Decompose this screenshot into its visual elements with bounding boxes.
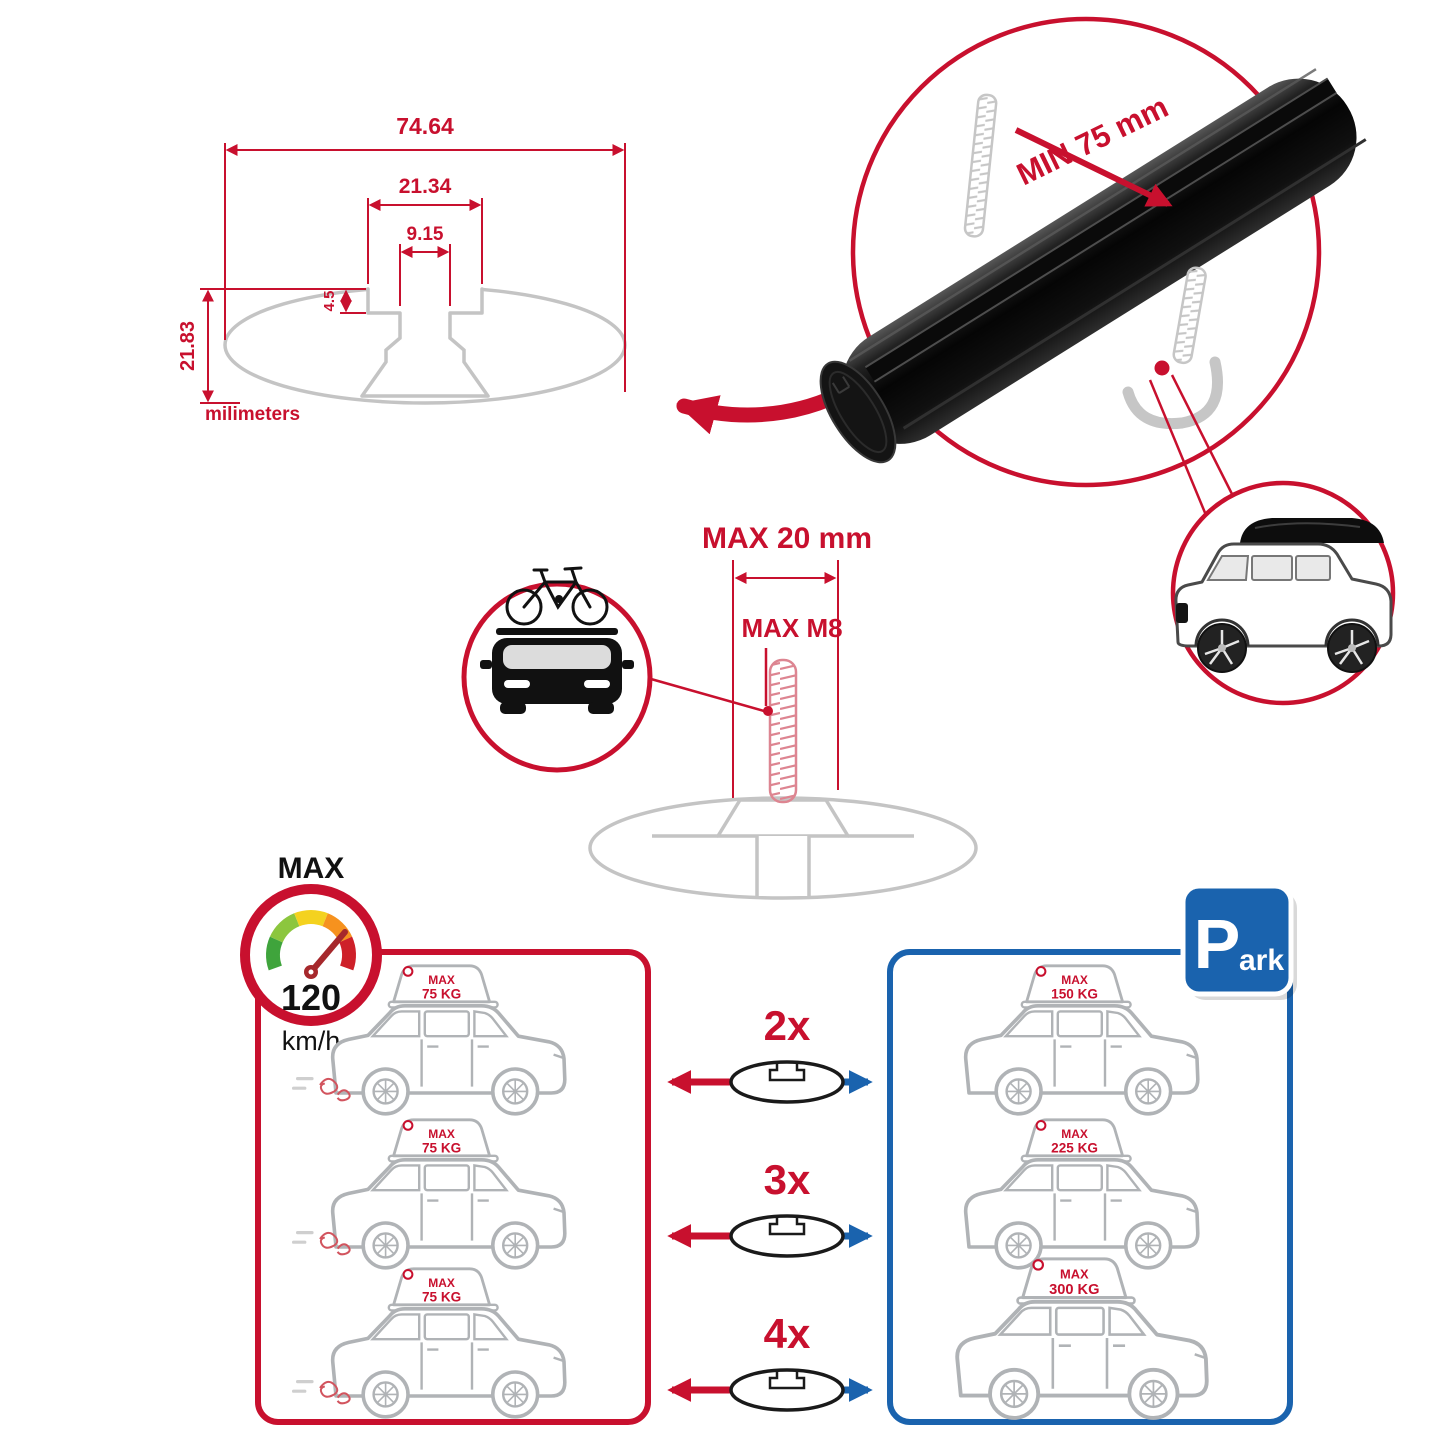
max-thread-label: MAX M8 bbox=[741, 613, 842, 643]
speed-unit: km/h bbox=[282, 1026, 341, 1056]
clamp-rod-right bbox=[1172, 266, 1207, 365]
clamp-strap bbox=[1122, 356, 1224, 430]
roofbox-tag-load: 75 KG bbox=[422, 1141, 461, 1156]
bar-count-label: 3x bbox=[764, 1156, 811, 1203]
parked-car-row: MAX 300 KG bbox=[955, 1257, 1209, 1420]
units-label: milimeters bbox=[205, 404, 300, 425]
speed-value: 120 bbox=[281, 977, 341, 1018]
dim-step-depth-label: 4.5 bbox=[321, 291, 338, 312]
dim-slot-width-label: 9.15 bbox=[407, 224, 444, 245]
parked-car-row: MAX 150 KG bbox=[963, 964, 1200, 1116]
roofbox-tag-title: MAX bbox=[428, 973, 455, 987]
t-nut-head bbox=[716, 798, 850, 838]
bar-count-label: 2x bbox=[764, 1002, 811, 1049]
speed-max-label: MAX bbox=[278, 852, 345, 885]
gauge-icon: MAX 120 km/h bbox=[240, 852, 382, 1056]
threaded-stud bbox=[768, 658, 798, 804]
crossbar-end-cap bbox=[819, 360, 897, 464]
suv-roofbox-circle bbox=[1170, 480, 1396, 706]
bar-count-row: 2x bbox=[667, 1002, 873, 1104]
clamp-rod-left bbox=[963, 93, 998, 238]
roofbox-tag-title: MAX bbox=[428, 1127, 455, 1141]
driving-car-row: MAX 75 KG bbox=[292, 1118, 567, 1270]
min-span-arrow bbox=[1014, 127, 1173, 207]
suv-roofbox-icon bbox=[1174, 518, 1393, 674]
driving-car-row: MAX 75 KG bbox=[292, 1267, 567, 1419]
bar-count-row: 3x bbox=[667, 1156, 873, 1258]
roofbox-tag-load: 150 KG bbox=[1051, 987, 1098, 1002]
clamp-point-dot bbox=[1154, 360, 1170, 376]
bike-car-circle bbox=[461, 566, 765, 773]
park-letter: P bbox=[1194, 905, 1241, 983]
crossbar-section-icon bbox=[729, 1368, 845, 1412]
parking-sign-icon: P ark bbox=[1180, 883, 1297, 1000]
bolt-diagram: MAX 20 mm MAX M8 bbox=[588, 522, 978, 900]
dim-channel-width-label: 21.34 bbox=[399, 175, 452, 198]
bike-on-car-icon bbox=[480, 566, 634, 714]
roofbox-tag-load: 75 KG bbox=[422, 1290, 461, 1305]
roofbox-tag-load: 225 KG bbox=[1051, 1141, 1098, 1156]
bar-count-row: 4x bbox=[667, 1310, 873, 1412]
driving-car-row: MAX 75 KG bbox=[292, 964, 567, 1116]
dim-total-height-label: 21.83 bbox=[177, 321, 199, 371]
roofbox-tag-title: MAX bbox=[1061, 1127, 1088, 1141]
max-length-label: MAX 20 mm bbox=[702, 522, 872, 555]
dim-total-width-label: 74.64 bbox=[396, 113, 454, 139]
roofbox-tag-load: 75 KG bbox=[422, 987, 461, 1002]
roofbox-tag-load: 300 KG bbox=[1049, 1282, 1099, 1298]
crossbar-section-icon bbox=[729, 1060, 845, 1104]
roofbox-tag-title: MAX bbox=[428, 1276, 455, 1290]
roofbox-tag-title: MAX bbox=[1061, 973, 1088, 987]
cross-section-drawing: 74.64 21.34 9.15 4.5 21.83 milimeters bbox=[177, 113, 627, 425]
parked-car-row: MAX 225 KG bbox=[963, 1118, 1200, 1270]
bar-count-label: 4x bbox=[764, 1310, 811, 1357]
crossbar-photo-circle: MIN 75 mm bbox=[819, 16, 1367, 521]
park-suffix: ark bbox=[1239, 944, 1284, 977]
roofbox-tag-title: MAX bbox=[1060, 1267, 1089, 1282]
crossbar-photo bbox=[819, 68, 1367, 464]
crossbar-section-icon bbox=[729, 1214, 845, 1258]
t-slot-profile bbox=[360, 287, 490, 398]
